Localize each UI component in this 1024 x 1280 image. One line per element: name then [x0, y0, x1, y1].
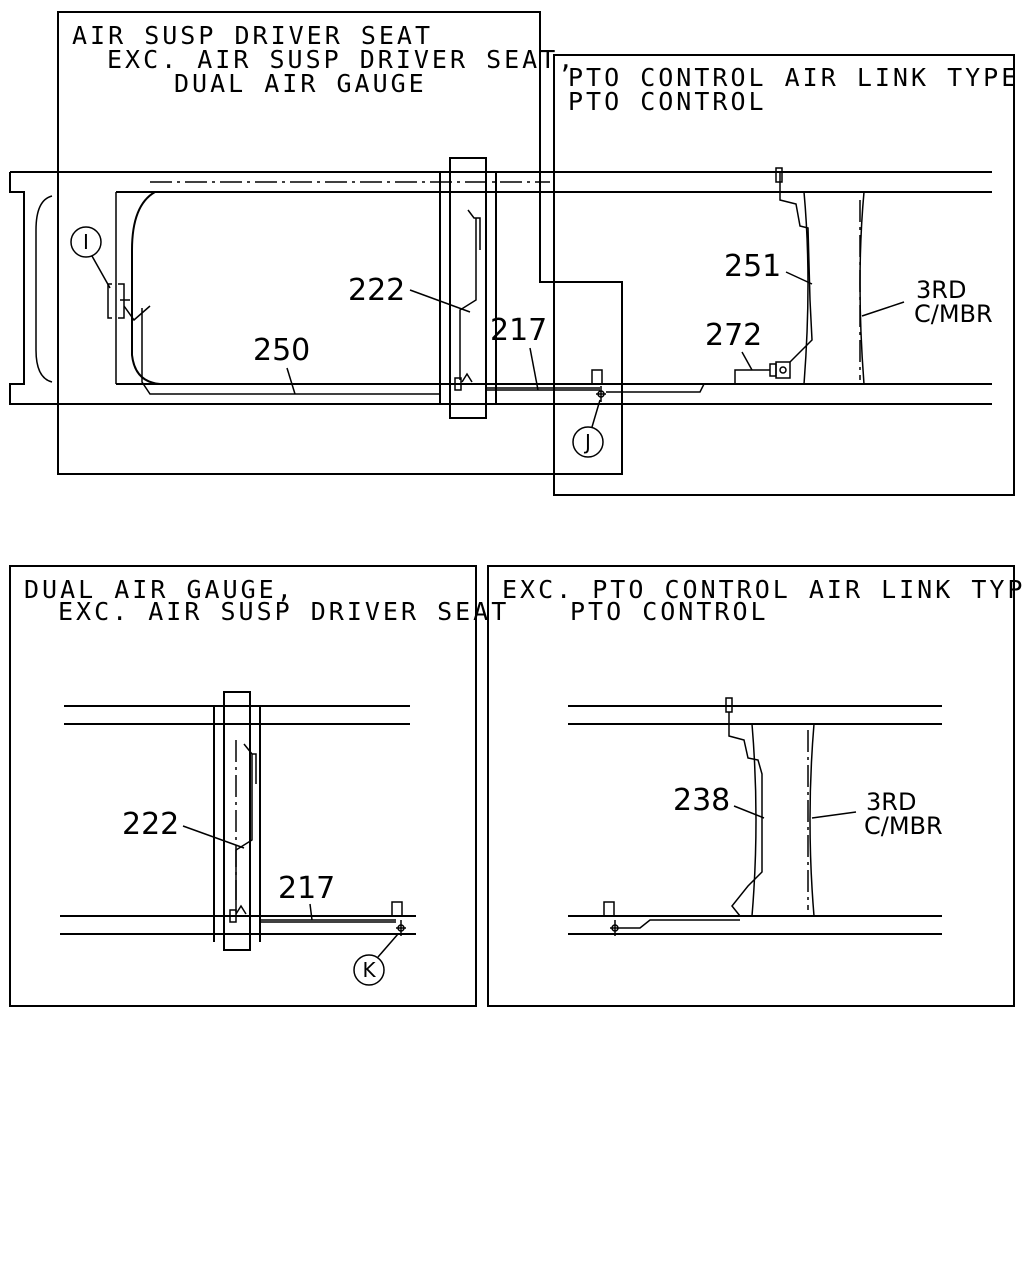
panel-1-title-line-2: EXC. AIR SUSP DRIVER SEAT, — [107, 45, 576, 74]
panel-4-title-line-2: PTO CONTROL — [570, 597, 769, 626]
panel-1: AIR SUSP DRIVER SEAT EXC. AIR SUSP DRIVE… — [57, 11, 623, 475]
svg-text:J: J — [583, 430, 591, 454]
part-label-250: 250 — [253, 333, 310, 368]
member-label-line-1: 3RD — [916, 276, 966, 304]
part-label-222: 222 — [348, 273, 405, 308]
callout-i: I — [70, 226, 111, 289]
panel-4: EXC. PTO CONTROL AIR LINK TYPE, PTO CONT… — [487, 565, 1024, 1007]
svg-text:I: I — [83, 230, 89, 254]
member-label-line-1: 3RD — [866, 788, 916, 816]
part-label-217: 217 — [278, 871, 335, 906]
panel-1-title-line-3: DUAL AIR GAUGE — [174, 69, 427, 98]
panel-3: DUAL AIR GAUGE, EXC. AIR SUSP DRIVER SEA… — [9, 565, 509, 1007]
svg-text:K: K — [362, 958, 376, 982]
panel-1-title-line-1: AIR SUSP DRIVER SEAT — [72, 21, 433, 50]
part-label-217: 217 — [490, 313, 547, 348]
top-frame — [9, 157, 992, 419]
part-label-222: 222 — [122, 807, 179, 842]
panel-2: PTO CONTROL AIR LINK TYPE, PTO CONTROL 2… — [553, 54, 1024, 496]
part-label-272: 272 — [705, 318, 762, 353]
member-label-line-2: C/MBR — [914, 300, 993, 328]
panel-2-title-line-2: PTO CONTROL — [568, 87, 767, 116]
part-label-238: 238 — [673, 783, 730, 818]
callout-j: J — [572, 399, 604, 458]
panel-4-title-line-1: EXC. PTO CONTROL AIR LINK TYPE, — [502, 575, 1024, 604]
member-label-line-2: C/MBR — [864, 812, 943, 840]
part-label-251: 251 — [724, 249, 781, 284]
panel-2-title-line-1: PTO CONTROL AIR LINK TYPE, — [568, 63, 1024, 92]
callout-k: K — [353, 933, 399, 986]
panel-3-title-line-2: EXC. AIR SUSP DRIVER SEAT — [58, 597, 509, 626]
panel-3-title-line-1: DUAL AIR GAUGE, — [24, 575, 295, 604]
